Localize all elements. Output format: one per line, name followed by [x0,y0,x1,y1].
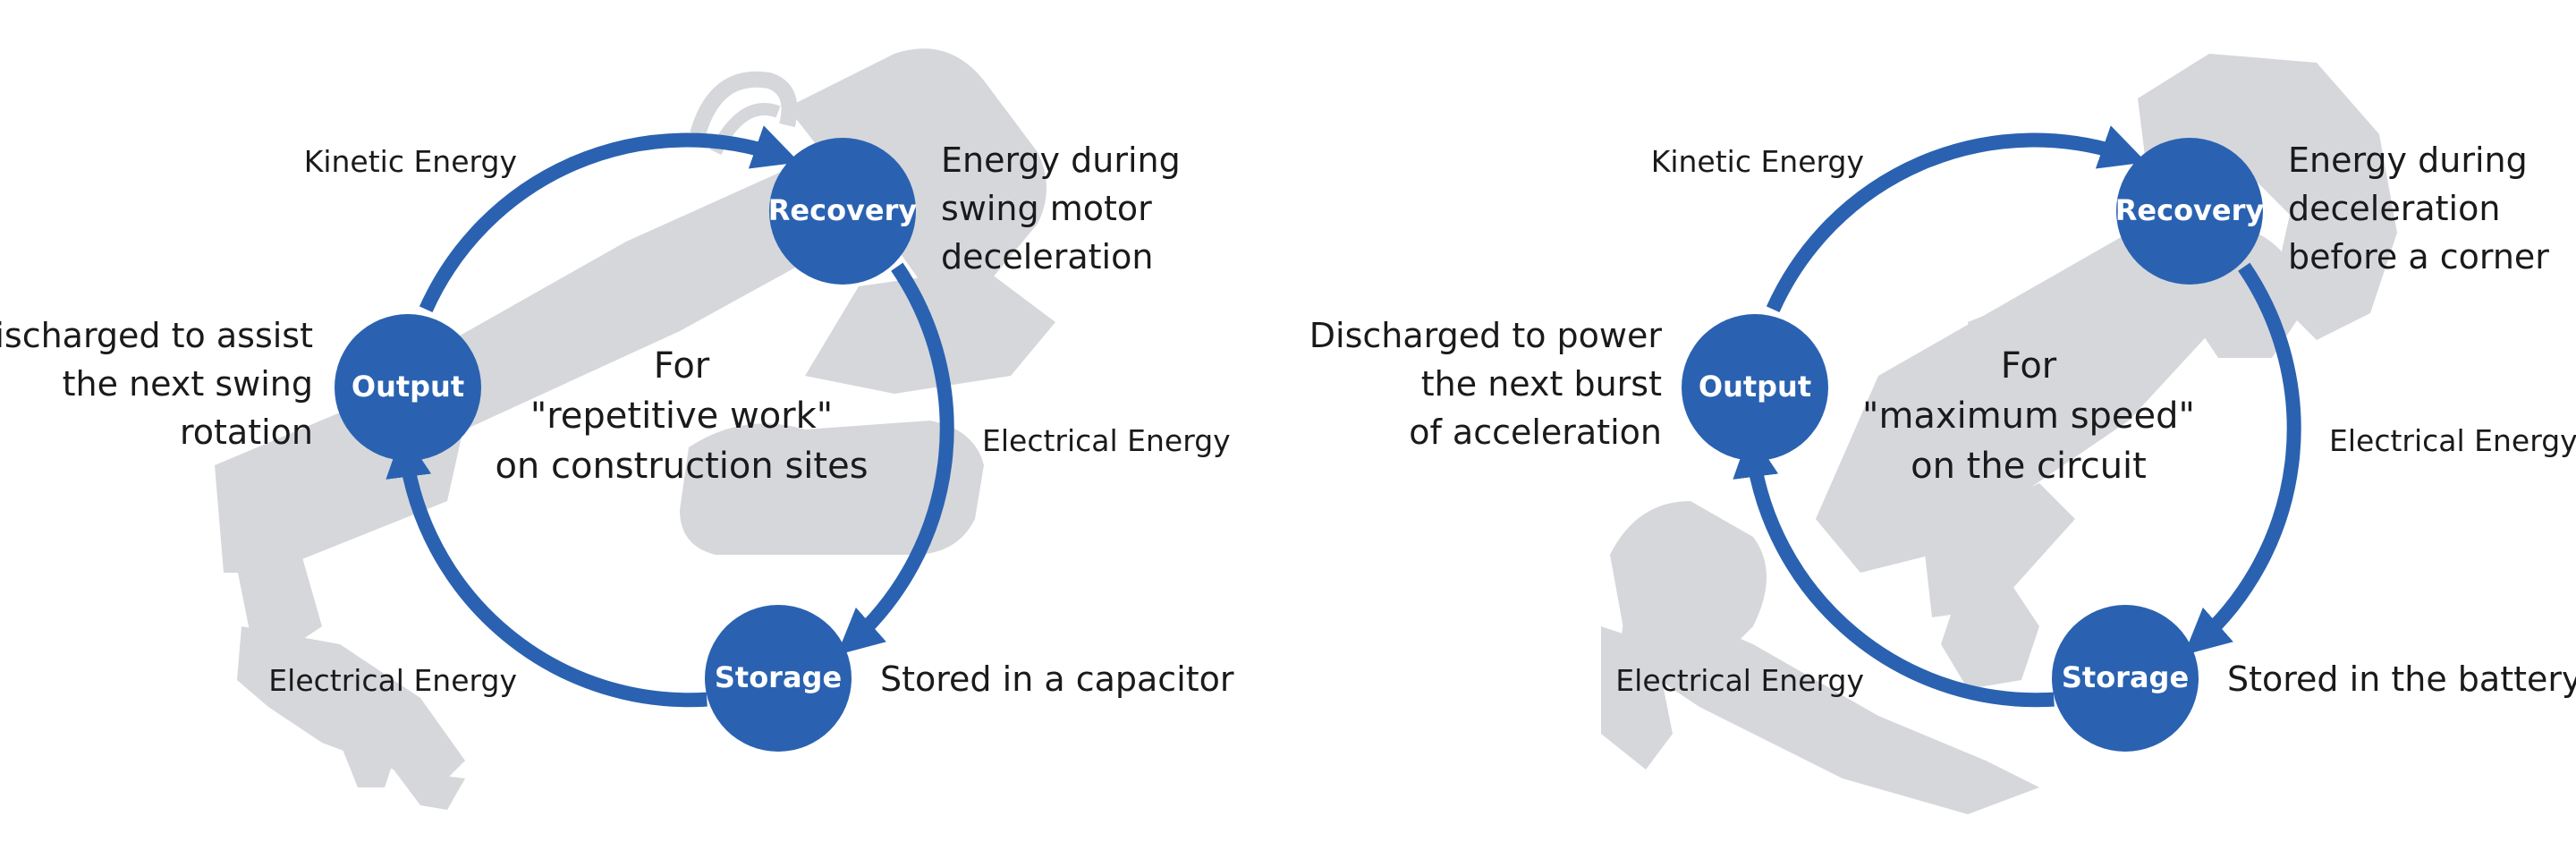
recovery-node: Recovery [2115,138,2265,285]
storage-node-label: Storage [2062,660,2189,694]
output-description: Discharged to assist the next swing rota… [0,316,313,452]
excavator-silhouette-icon [215,48,1055,810]
arc-output-to-recovery [419,125,800,312]
arc-storage-to-output [386,430,708,708]
output-node-label: Output [352,370,464,404]
recovery-node-label: Recovery [2115,193,2265,227]
panel-left: Recovery Storage Output For "repetitive … [0,48,1234,810]
recovery-description: Energy during deceleration before a corn… [2288,140,2549,276]
description-line: the next swing [63,364,313,404]
arc-recovery-to-storage [836,262,954,655]
recovery-description: Energy during swing motor deceleration [941,140,1181,276]
center-text-line: For [2001,345,2057,387]
output-node: Output [335,314,481,461]
storage-description: Stored in the battery [2227,659,2576,699]
description-line: swing motor [941,189,1152,228]
arc-label-electrical-energy: Electrical Energy [982,423,1231,458]
arc-storage-to-output [1733,430,2055,708]
center-text-line: "maximum speed" [1862,395,2195,437]
description-line: Discharged to power [1309,316,1663,355]
center-text-line: For [654,345,710,387]
recovery-node: Recovery [768,138,918,285]
center-text-line: "repetitive work" [530,395,833,437]
storage-node: Storage [2052,605,2199,752]
description-line: deceleration [2288,189,2500,228]
storage-node-label: Storage [715,660,842,694]
storage-description: Stored in a capacitor [880,659,1234,699]
arc-label-electrical-energy: Electrical Energy [268,663,517,698]
description-line: Stored in the battery [2227,659,2576,699]
description-line: the next burst [1421,364,1662,404]
arc-output-to-recovery [1766,125,2147,312]
arc-label-kinetic-energy: Kinetic Energy [1651,144,1864,179]
description-line: of acceleration [1409,412,1662,452]
arc-label-kinetic-energy: Kinetic Energy [304,144,517,179]
storage-node: Storage [705,605,852,752]
arc-label-electrical-energy: Electrical Energy [2329,423,2576,458]
description-line: deceleration [941,237,1153,276]
description-line: Energy during [941,140,1181,180]
center-text: For "maximum speed" on the circuit [1862,345,2195,487]
description-line: Energy during [2288,140,2528,180]
description-line: Discharged to assist [0,316,313,355]
description-line: rotation [180,412,313,452]
output-description: Discharged to power the next burst of ac… [1309,316,1663,452]
center-text: For "repetitive work" on construction si… [495,345,868,487]
description-line: Stored in a capacitor [880,659,1234,699]
center-text-line: on construction sites [495,446,868,487]
panel-right: Recovery Storage Output For "maximum spe… [1309,54,2576,814]
arc-recovery-to-storage [2183,262,2301,655]
output-node: Output [1682,314,1828,461]
center-text-line: on the circuit [1911,446,2147,487]
arc-label-electrical-energy: Electrical Energy [1615,663,1864,698]
recovery-node-label: Recovery [768,193,918,227]
description-line: before a corner [2288,237,2549,276]
race-car-silhouette-icon [1601,54,2397,814]
output-node-label: Output [1699,370,1811,404]
